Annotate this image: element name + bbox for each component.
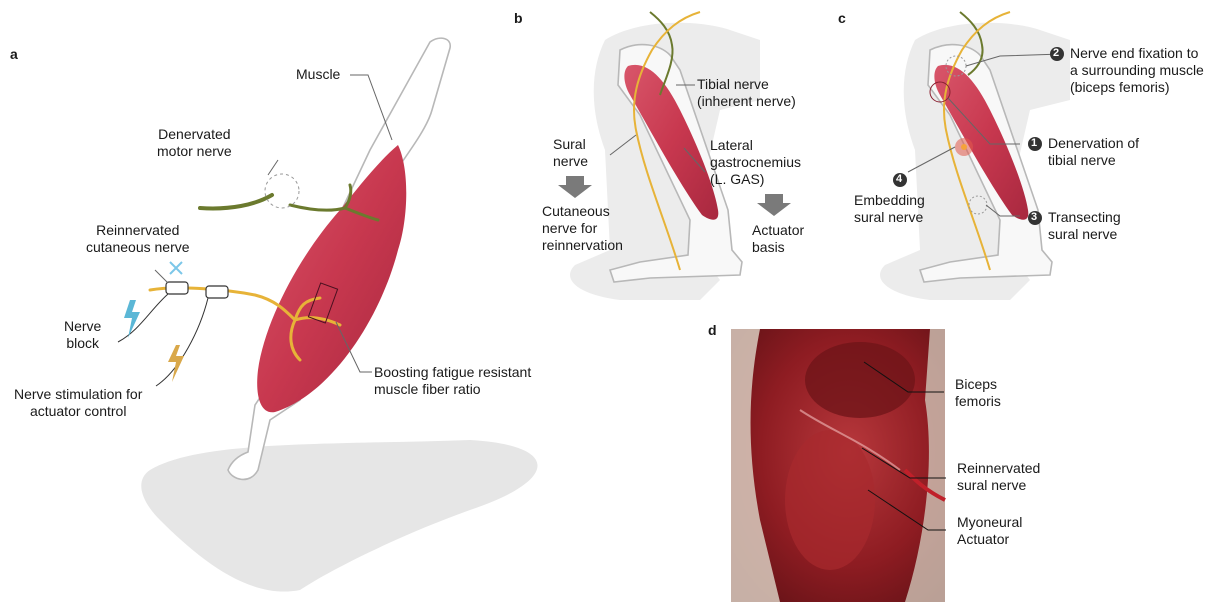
label-step-3: Transecting sural nerve bbox=[1048, 209, 1121, 243]
label-fatigue-resistant: Boosting fatigue resistant muscle fiber … bbox=[374, 364, 531, 398]
foot-shadow bbox=[141, 440, 537, 592]
c-embed-dot bbox=[961, 144, 967, 150]
label-biceps-femoris: Biceps femoris bbox=[955, 376, 1001, 410]
panel-a-drawing bbox=[118, 38, 538, 591]
label-cutaneous-reinnervation: Cutaneous nerve for reinnervation bbox=[542, 203, 623, 254]
stim-bolt-icon bbox=[168, 345, 184, 382]
step-3-number: 3 bbox=[1031, 209, 1037, 226]
panel-label-c: c bbox=[838, 10, 846, 26]
panel-label-d: d bbox=[708, 322, 717, 338]
d-actuator-area bbox=[785, 430, 875, 570]
d-biceps-area bbox=[805, 342, 915, 418]
label-step-2: Nerve end fixation to a surrounding musc… bbox=[1070, 45, 1204, 96]
stim-lead bbox=[156, 298, 208, 386]
label-nerve-block: Nerve block bbox=[64, 318, 101, 352]
step-1-number: 1 bbox=[1031, 135, 1037, 152]
b-arrow-cutaneous bbox=[558, 176, 592, 198]
label-actuator-basis: Actuator basis bbox=[752, 222, 804, 256]
denervated-nerve-proximal bbox=[200, 195, 272, 208]
label-step-4: Embedding sural nerve bbox=[854, 192, 925, 226]
label-muscle: Muscle bbox=[296, 66, 340, 83]
denervation-circle bbox=[265, 174, 299, 208]
stim-cuff bbox=[206, 286, 228, 298]
nerve-block-x bbox=[170, 262, 182, 274]
label-tibial-nerve: Tibial nerve (inherent nerve) bbox=[697, 76, 796, 110]
panel-label-b: b bbox=[514, 10, 523, 26]
label-reinnervated-sural: Reinnervated sural nerve bbox=[957, 460, 1040, 494]
block-cuff bbox=[166, 282, 188, 294]
panel-c-drawing bbox=[880, 12, 1070, 300]
panel-d-photo bbox=[731, 329, 946, 602]
label-reinnervated-nerve: Reinnervated cutaneous nerve bbox=[86, 222, 190, 256]
label-denervated-nerve: Denervated motor nerve bbox=[157, 126, 232, 160]
step-2-number: 2 bbox=[1053, 45, 1059, 62]
panel-label-a: a bbox=[10, 46, 18, 62]
label-step-1: Denervation of tibial nerve bbox=[1048, 135, 1139, 169]
b-arrow-actuator bbox=[757, 194, 791, 216]
label-myoneural-actuator: Myoneural Actuator bbox=[957, 514, 1022, 548]
label-lateral-gastrocnemius: Lateral gastrocnemius (L. GAS) bbox=[710, 137, 801, 188]
label-sural-nerve: Sural nerve bbox=[553, 136, 588, 170]
step-4-number: 4 bbox=[896, 171, 902, 188]
label-nerve-stimulation: Nerve stimulation for actuator control bbox=[14, 386, 142, 420]
